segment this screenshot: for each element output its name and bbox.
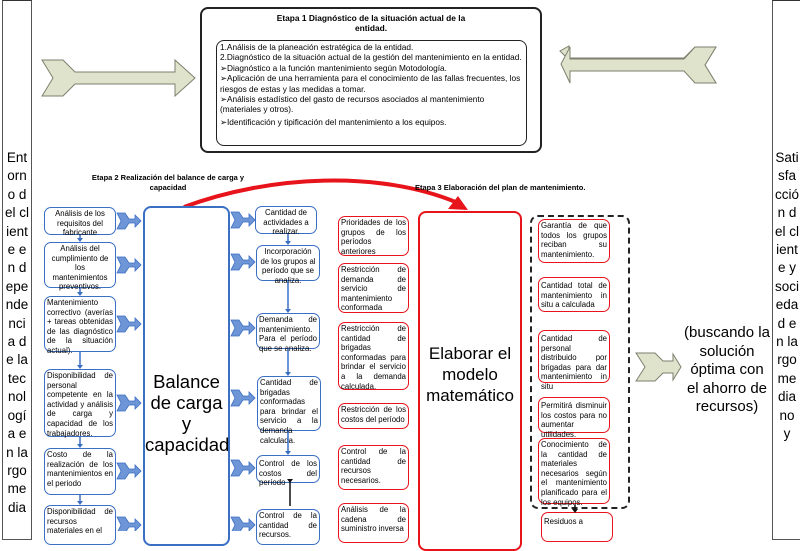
stage1-item: ➢Análisis estadístico del gasto de recur… <box>220 94 485 115</box>
chevron-arrow-icon <box>230 389 256 407</box>
balance-box: Balance de carga y capacidad <box>143 206 230 546</box>
red-arrowhead-icon <box>448 196 468 210</box>
output-box: Control de los costos del período <box>256 455 320 487</box>
input-box: Disponibilidad de personal competente en… <box>44 369 116 438</box>
down-arrow-icon <box>285 234 291 245</box>
constraint-box: Restricción de cantidad de brigadas conf… <box>338 322 409 391</box>
chevron-arrow-icon <box>116 212 142 230</box>
stage1-item: 2.Diagnóstico de la situación actual de … <box>220 52 522 63</box>
down-arrow-icon <box>77 352 83 369</box>
down-arrow-icon <box>285 349 291 376</box>
input-box: Costo de la realización de los mantenimi… <box>44 448 116 495</box>
stage1-list: 1.Análisis de la planeación estratégica … <box>216 40 527 146</box>
stage1-item: ➢Identificación y tipificación del mante… <box>220 116 447 127</box>
down-arrow-icon <box>285 431 291 455</box>
output-box: Cantidad de actividades a realizar. <box>255 206 317 236</box>
right-arrow-icon <box>41 58 196 98</box>
right-panel-text: Satisfacción del cliente y sociedad en l… <box>775 150 800 442</box>
input-box: Análisis del cumplimiento de los manteni… <box>44 242 116 291</box>
down-arrow-icon <box>285 281 291 313</box>
chevron-arrow-icon <box>230 459 256 477</box>
stage1-item: ➢Aplicación de una herramienta para el c… <box>220 73 521 94</box>
down-arrow-icon <box>77 495 83 505</box>
chevron-arrow-icon <box>116 256 142 274</box>
stage2-title: Etapa 2 Realización del balance de carga… <box>91 173 245 192</box>
down-arrow-icon <box>77 288 83 296</box>
result-box: Garantía de que todos los grupos reciban… <box>538 219 610 263</box>
chevron-arrow-icon <box>116 394 142 412</box>
left-panel-text: Entorno del cliente en dependencia de la… <box>5 150 30 515</box>
chevron-arrow-icon <box>116 516 142 531</box>
down-arrow-icon <box>77 437 83 448</box>
result-box: Conocimiento de la cantidad de materiale… <box>538 438 610 507</box>
stage1-item: ➢Diagnóstico a la función mantenimiento … <box>220 62 447 73</box>
connector-layer <box>41 45 717 382</box>
chevron-arrow-icon <box>116 462 142 480</box>
result-box: Cantidad de personal distribuido por bri… <box>538 330 610 391</box>
results-group <box>530 215 630 509</box>
balance-label: Balance de carga y capacidad <box>145 371 230 455</box>
stage1-box: Etapa 1 Diagnóstico de la situación actu… <box>200 7 542 153</box>
output-box: Demanda de mantenimiento. Para el períod… <box>256 313 320 353</box>
stage1-item: 1.Análisis de la planeación estratégica … <box>220 42 414 52</box>
output-box: Incorporación de los grupos al período q… <box>256 245 320 285</box>
stage1-title: Etapa 1 Diagnóstico de la situación actu… <box>276 13 466 33</box>
model-box: Elaborar el modelo matemático <box>418 211 522 551</box>
constraint-box: Restricción de los costos del período <box>338 403 409 429</box>
red-flow-arrow <box>183 178 459 209</box>
chevron-arrow-icon <box>116 315 142 333</box>
result-box: Permitirá disminuir los costos para no a… <box>538 397 610 439</box>
chevron-layer <box>77 211 578 531</box>
up-arrow-icon <box>287 479 293 506</box>
output-box: Cantidad de brigadas conformadas para br… <box>257 376 321 445</box>
chevron-arrow-icon <box>230 516 256 531</box>
down-arrow-icon <box>77 235 83 242</box>
left-panel: Entorno del cliente en dependencia de la… <box>2 0 32 540</box>
down-arrow-icon <box>572 505 578 513</box>
constraint-box: Prioridades de los grupos de los período… <box>338 216 409 256</box>
chevron-arrow-icon <box>230 319 256 337</box>
result-box: Cantidad total de mantenimiento in situ … <box>538 277 610 312</box>
outcome-arrow-icon <box>635 352 682 382</box>
constraint-box: Control de la cantidad de recursos neces… <box>338 445 409 490</box>
model-label: Elaborar el modelo matemático <box>426 344 514 405</box>
left-arrow-icon <box>559 45 717 84</box>
stage3-title: Etapa 3 Elaboración del plan de mantenim… <box>415 183 586 192</box>
input-box: Mantenimiento correctivo (averías + tare… <box>44 296 116 355</box>
right-panel: Satisfacción del cliente y sociedad en l… <box>772 0 800 540</box>
chevron-arrow-icon <box>230 211 256 229</box>
chevron-arrow-icon <box>230 253 256 271</box>
input-box: Análisis de los requisitos del fabricant… <box>44 207 116 237</box>
constraint-box: Restricción de demanda de servicio de ma… <box>338 263 409 313</box>
outcome-text: (buscando la solución óptima con el ahor… <box>684 324 770 415</box>
